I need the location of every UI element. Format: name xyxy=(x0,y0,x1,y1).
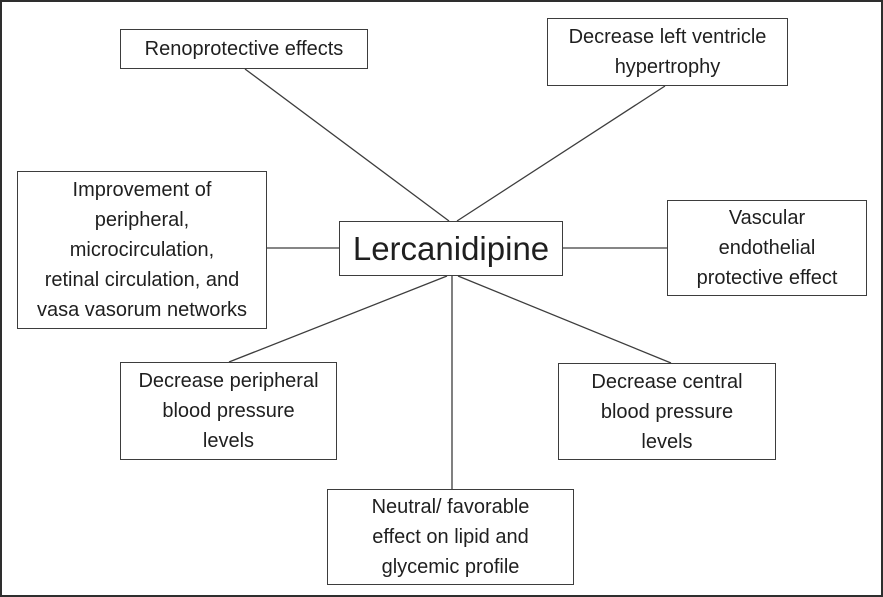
connector-center-to-renoprotective xyxy=(244,68,450,222)
node-neutral-favorable-lipid-glycemic: Neutral/ favorable effect on lipid and g… xyxy=(327,489,574,585)
connector-center-to-central-bp xyxy=(457,275,672,364)
node-lercanidipine-center: Lercanidipine xyxy=(339,221,563,276)
node-renoprotective-effects: Renoprotective effects xyxy=(120,29,368,69)
connector-center-to-lv-hypertrophy xyxy=(456,85,666,222)
node-decrease-central-blood-pressure: Decrease central blood pressure levels xyxy=(558,363,776,460)
node-vascular-endothelial-protective-effect: Vascular endothelial protective effect xyxy=(667,200,867,296)
node-decrease-left-ventricle-hypertrophy: Decrease left ventricle hypertrophy xyxy=(547,18,788,86)
node-decrease-peripheral-blood-pressure: Decrease peripheral blood pressure level… xyxy=(120,362,337,460)
node-improvement-circulation-networks: Improvement of peripheral, microcirculat… xyxy=(17,171,267,329)
connector-center-to-peripheral-bp xyxy=(228,275,448,363)
